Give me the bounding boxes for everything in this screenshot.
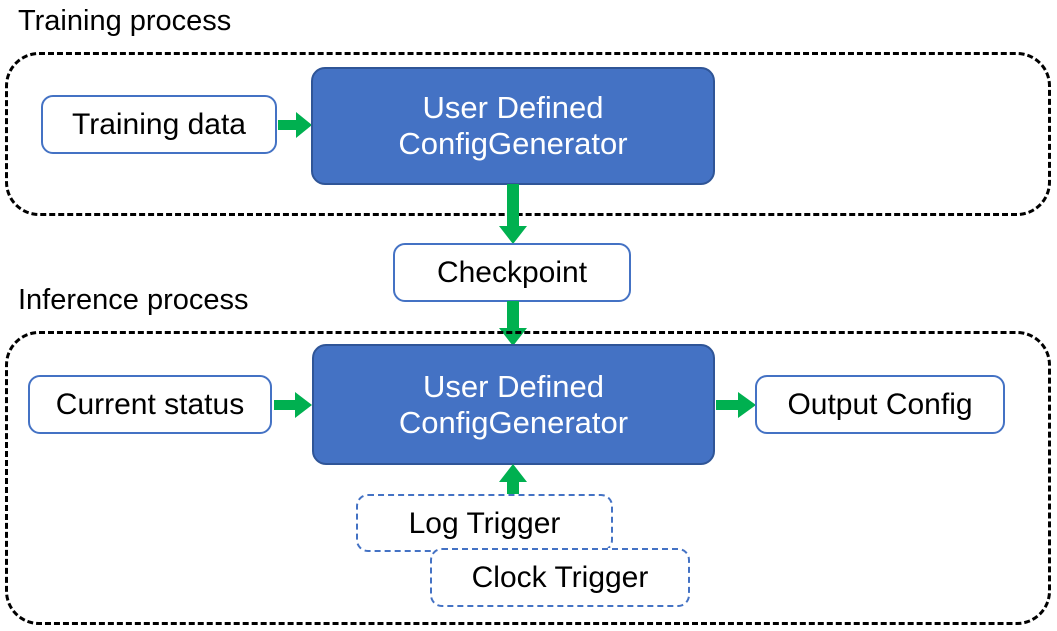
inference-process-label: Inference process (18, 284, 249, 316)
node-training-config-generator[interactable]: User Defined ConfigGenerator (311, 67, 715, 185)
node-current-status-label: Current status (55, 388, 245, 421)
node-training-config-generator-line2: ConfigGenerator (398, 126, 628, 161)
node-output-config-label: Output Config (787, 388, 973, 421)
arrow-current-status-to-generator (274, 389, 314, 421)
node-log-trigger-label: Log Trigger (408, 506, 561, 540)
node-inference-config-generator[interactable]: User Defined ConfigGenerator (312, 344, 715, 465)
node-training-data-label: Training data (72, 108, 246, 141)
node-clock-trigger[interactable]: Clock Trigger (430, 548, 690, 607)
node-output-config[interactable]: Output Config (755, 375, 1005, 434)
arrow-checkpoint-to-inference-generator (497, 301, 529, 347)
training-process-group (5, 52, 1051, 216)
training-process-label: Training process (18, 5, 232, 37)
node-current-status[interactable]: Current status (28, 375, 272, 434)
arrow-log-trigger-to-generator (497, 464, 529, 498)
arrow-training-data-to-generator (278, 109, 314, 141)
arrow-generator-to-output-config (716, 389, 758, 421)
node-training-config-generator-line1: User Defined (422, 90, 604, 126)
node-checkpoint[interactable]: Checkpoint (393, 243, 631, 302)
node-inference-config-generator-line1: User Defined (423, 368, 604, 404)
arrow-training-generator-to-checkpoint (497, 184, 529, 246)
node-log-trigger[interactable]: Log Trigger (356, 494, 613, 552)
node-clock-trigger-label: Clock Trigger (471, 561, 649, 594)
inference-process-group (5, 331, 1051, 625)
node-inference-config-generator-line2: ConfigGenerator (398, 404, 629, 440)
node-checkpoint-label: Checkpoint (436, 256, 588, 289)
node-training-data[interactable]: Training data (41, 95, 277, 154)
